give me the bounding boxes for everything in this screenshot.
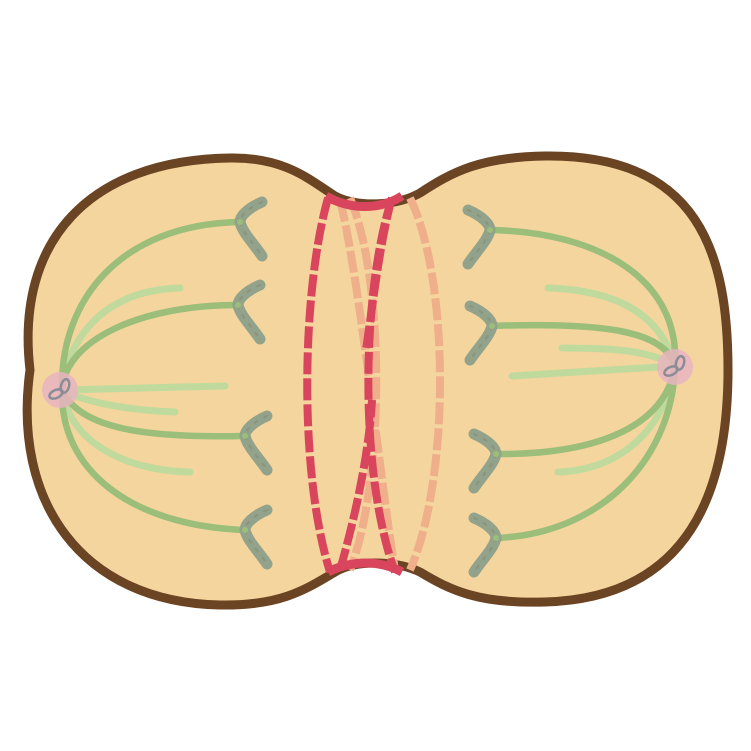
left-chromatids [232, 196, 273, 570]
kinetochore [493, 535, 499, 541]
chromatid [468, 428, 502, 494]
chromatid-band [239, 201, 263, 223]
right-chromatids [462, 204, 502, 578]
kinetochore [493, 451, 499, 457]
chromatid [239, 410, 273, 476]
kinetochore [235, 302, 241, 308]
kinetochore [237, 219, 243, 225]
kinetochore [242, 527, 248, 533]
kinetochore-microtubule [58, 218, 242, 394]
polar-microtubule [544, 284, 679, 370]
chromatid [462, 204, 496, 270]
kinetochore [242, 433, 248, 439]
kinetochore-microtubule [490, 362, 679, 542]
centriole [674, 354, 686, 372]
polar-microtubule [58, 382, 229, 394]
centriole [59, 377, 71, 395]
ring-front-edge-a [303, 196, 334, 574]
chromatid [468, 512, 502, 578]
chromatid-band [244, 415, 268, 437]
ring-front-inner [362, 196, 396, 351]
chromatid-band [244, 509, 268, 531]
right-centrosome [657, 349, 693, 385]
ring-front-inner-b [336, 399, 376, 572]
kinetochore [489, 323, 495, 329]
ring-back-1-edge-a [346, 196, 381, 572]
chromatid [234, 196, 268, 262]
chromatid [464, 300, 498, 366]
kinetochore [487, 227, 493, 233]
chromatid-band [237, 284, 261, 306]
kinetochore-microtubule [490, 362, 679, 458]
contractile-ring-front [303, 192, 405, 577]
chromatid-band [473, 433, 497, 455]
chromatid-band [467, 209, 491, 231]
chromatid-band [469, 305, 493, 327]
left-centrosome [42, 372, 78, 408]
polar-microtubule [58, 386, 194, 476]
chromatid-band [473, 517, 497, 539]
kinetochore-microtubule [58, 386, 247, 534]
chromatid [239, 504, 273, 570]
kinetochore-microtubule [486, 226, 679, 370]
kinetochore-microtubule [58, 301, 242, 394]
chromatid [232, 279, 266, 345]
ring-bottom-cap [325, 558, 405, 577]
polar-microtubule [508, 362, 679, 380]
ring-top-cap [323, 192, 405, 211]
ring-back-1-edge-b [406, 196, 444, 572]
